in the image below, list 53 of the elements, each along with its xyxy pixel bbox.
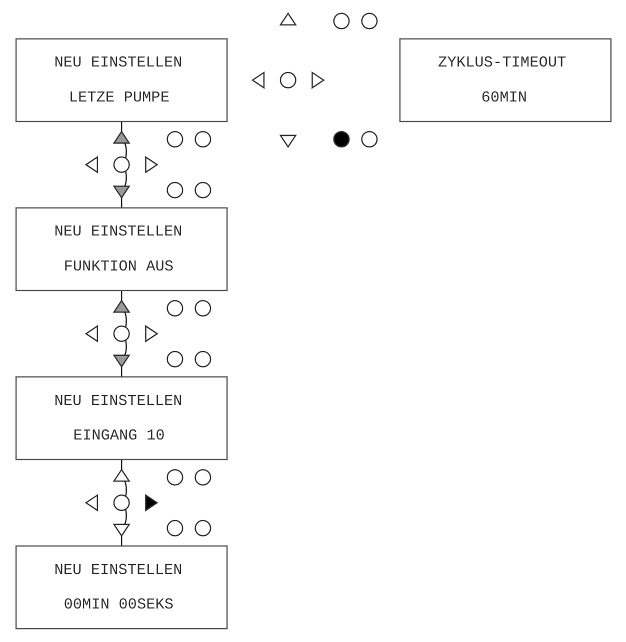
node-triangle	[84, 324, 98, 343]
node-circle	[332, 130, 350, 148]
connector	[124, 312, 126, 328]
connector	[120, 290, 122, 301]
connector	[124, 509, 126, 524]
node-triangle	[278, 12, 296, 26]
node-triangle	[311, 71, 324, 89]
node-circle	[166, 130, 183, 148]
node-triangle	[144, 494, 158, 512]
node-circle	[194, 469, 211, 486]
node-triangle	[144, 324, 158, 343]
node-triangle	[144, 156, 158, 174]
node-circle	[279, 72, 296, 88]
connector	[120, 198, 122, 208]
node-circle	[166, 182, 183, 198]
node-circle	[112, 494, 130, 512]
node-circle	[360, 130, 378, 148]
node-circle	[194, 182, 211, 198]
node-triangle	[84, 156, 98, 174]
node-triangle	[278, 134, 296, 148]
node-circle	[360, 12, 378, 30]
node-circle	[332, 12, 350, 30]
node-box: NEU EINSTELLEN LETZE PUMPE	[14, 38, 228, 122]
node-circle	[194, 300, 211, 317]
connector	[120, 366, 122, 377]
node-triangle	[250, 71, 264, 89]
node-circle	[166, 520, 183, 536]
node-box: NEU EINSTELLEN EINGANG 10	[14, 376, 228, 460]
node-box: NEU EINSTELLEN FUNKTION AUS	[14, 207, 228, 292]
node-circle	[194, 520, 211, 536]
node-circle	[194, 350, 211, 368]
node-circle	[166, 469, 183, 486]
node-circle	[166, 350, 183, 368]
connector	[124, 143, 126, 158]
node-circle	[112, 325, 130, 342]
node-triangle	[112, 130, 130, 144]
node-triangle	[112, 354, 130, 368]
connector	[124, 481, 126, 496]
node-triangle	[84, 494, 98, 512]
node-triangle	[112, 524, 130, 537]
node-box: NEU EINSTELLEN 00MIN 00SEKS	[14, 545, 228, 630]
node-triangle	[112, 468, 130, 482]
node-triangle	[112, 186, 130, 199]
node-circle	[166, 300, 183, 317]
node-box: ZYKLUS-TIMEOUT 60MIN	[398, 38, 612, 122]
connector	[120, 536, 122, 546]
connector	[124, 340, 126, 356]
node-circle	[112, 156, 130, 173]
node-triangle	[112, 300, 130, 313]
connector	[120, 122, 122, 132]
connector	[124, 171, 126, 186]
connector	[120, 460, 122, 470]
node-circle	[194, 130, 211, 148]
